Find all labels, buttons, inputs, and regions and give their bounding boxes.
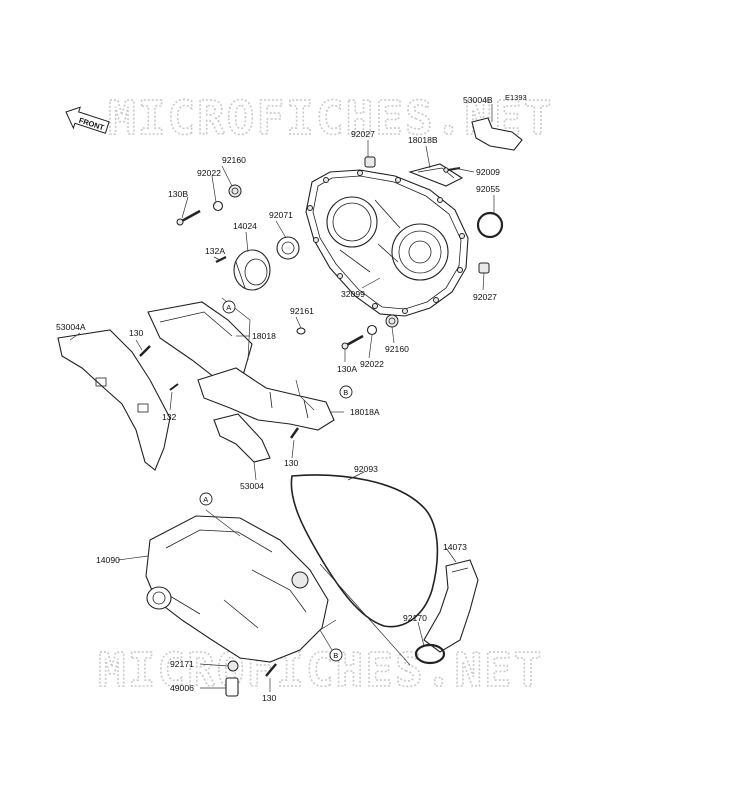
label-18018a: 18018A <box>350 407 380 417</box>
svg-text:B: B <box>343 388 348 397</box>
duct-18018 <box>147 301 253 381</box>
leader-lines <box>69 104 495 692</box>
label-130-bottom: 130 <box>262 693 277 703</box>
label-92093: 92093 <box>354 464 378 474</box>
bolt-130-bottom <box>265 663 277 677</box>
callout-b-bottom: B <box>329 648 343 662</box>
label-92071: 92071 <box>269 210 293 220</box>
callout-a-top: A <box>222 300 236 314</box>
label-92160-mid: 92160 <box>385 344 409 354</box>
housing-14090 <box>145 515 329 663</box>
label-53004a: 53004A <box>56 322 86 332</box>
label-53004: 53004 <box>240 481 264 491</box>
front-arrow-icon: FRONT <box>65 106 110 134</box>
bolt-130-mid-left <box>139 345 151 357</box>
nut-92171 <box>227 660 239 672</box>
watermark-bottom: MICROFICHES.NET <box>98 643 543 697</box>
label-92022-top: 92022 <box>197 168 221 178</box>
svg-text:B: B <box>333 651 338 660</box>
bolt-130a <box>341 334 364 350</box>
seal-92160-mid <box>385 314 399 328</box>
label-92161: 92161 <box>290 306 314 316</box>
svg-text:A: A <box>226 303 231 312</box>
clutch-cover-32099 <box>305 169 469 317</box>
label-18018: 18018 <box>252 331 276 341</box>
label-132: 132 <box>162 412 177 422</box>
grommet-92027-right <box>478 262 490 274</box>
bolt-130b <box>176 209 201 226</box>
plate-53004a <box>57 329 171 471</box>
clamp-92170 <box>414 643 446 665</box>
seal-92071 <box>276 236 300 260</box>
gasket-92093 <box>290 474 439 628</box>
bolt-130-mid-right <box>290 427 299 439</box>
label-92027-right: 92027 <box>473 292 497 302</box>
label-130-mid-left: 130 <box>129 328 144 338</box>
plate-53004b <box>471 117 523 151</box>
label-49006: 49006 <box>170 683 194 693</box>
label-53004b: 53004B <box>463 95 493 105</box>
grommet-92027-top <box>364 156 376 168</box>
duct-18018a <box>197 367 335 431</box>
washer-92022-mid <box>366 324 378 336</box>
callout-b-mid: B <box>339 385 353 399</box>
label-92027-top: 92027 <box>351 129 375 139</box>
label-32099: 32099 <box>341 289 365 299</box>
callout-a-bottom: A <box>199 492 213 506</box>
svg-text:A: A <box>203 495 208 504</box>
label-130a: 130A <box>337 364 357 374</box>
label-18018b: 18018B <box>408 135 438 145</box>
seal-92160-top <box>228 184 242 198</box>
collar-49006 <box>225 677 239 697</box>
diagram-code: E1393 <box>505 93 527 102</box>
oring-92055 <box>476 211 504 239</box>
label-130b: 130B <box>168 189 188 199</box>
bracket-18018b <box>408 163 464 187</box>
label-14090: 14090 <box>96 555 120 565</box>
bolt-132a <box>215 256 227 263</box>
duct-14073 <box>423 559 479 653</box>
plate-53004 <box>213 413 271 463</box>
label-132a: 132A <box>205 246 225 256</box>
label-92009: 92009 <box>476 167 500 177</box>
bolt-132 <box>169 383 179 391</box>
screw-92009 <box>443 167 461 173</box>
plug-92161 <box>296 327 306 335</box>
label-92055: 92055 <box>476 184 500 194</box>
part-labels: 53004B 92027 18018B 92009 92055 92160 92… <box>56 95 500 703</box>
label-92170: 92170 <box>403 613 427 623</box>
label-130-mid-right: 130 <box>284 458 299 468</box>
label-14073: 14073 <box>443 542 467 552</box>
cap-14024 <box>233 249 271 291</box>
label-92022-mid: 92022 <box>360 359 384 369</box>
label-92171: 92171 <box>170 659 194 669</box>
washer-92022-top <box>212 200 224 212</box>
label-92160-top: 92160 <box>222 155 246 165</box>
label-14024: 14024 <box>233 221 257 231</box>
